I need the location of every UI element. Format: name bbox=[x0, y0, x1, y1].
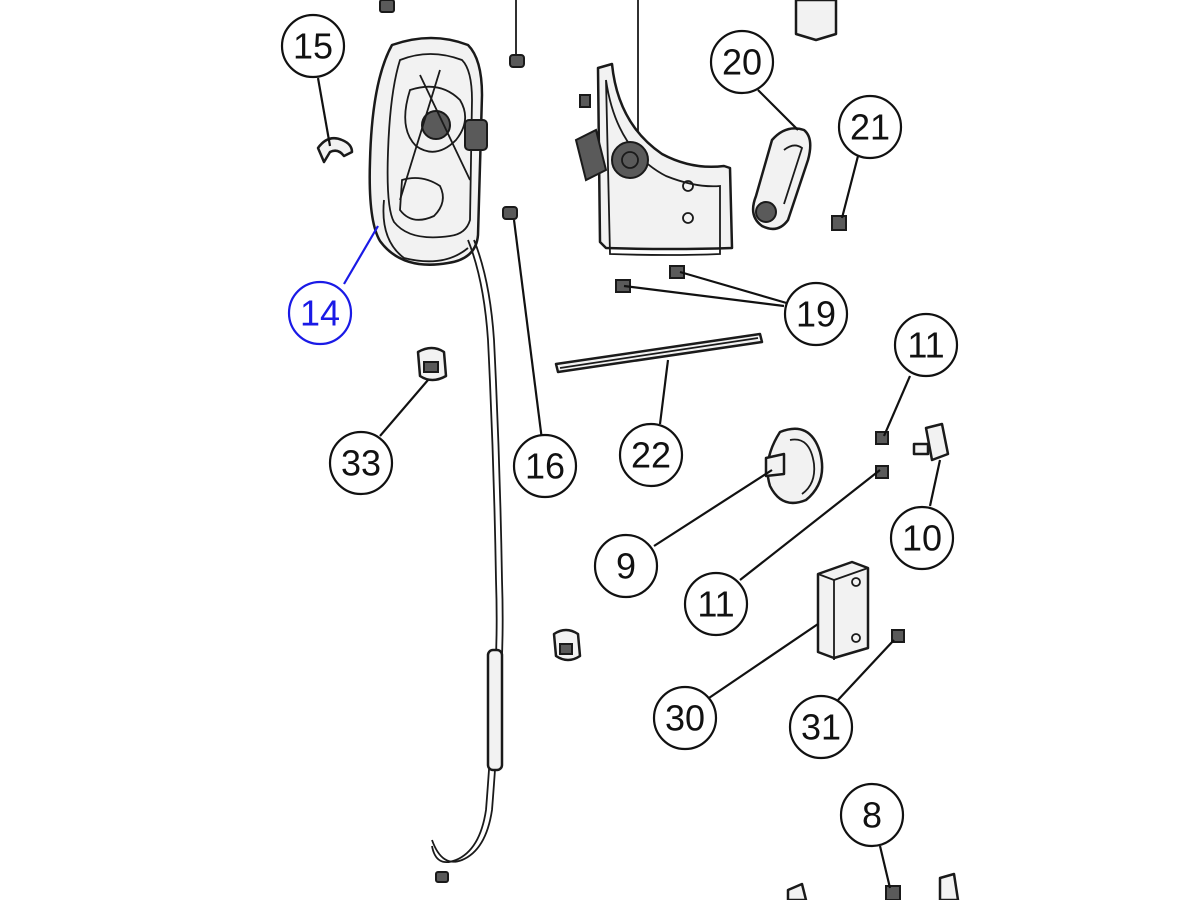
svg-text:14: 14 bbox=[300, 293, 340, 334]
svg-text:10: 10 bbox=[902, 518, 942, 559]
svg-text:11: 11 bbox=[907, 325, 944, 366]
callout-19[interactable]: 19 bbox=[783, 281, 849, 347]
part-22-seal-strip[interactable] bbox=[554, 332, 764, 374]
callout-31[interactable]: 31 bbox=[788, 694, 854, 760]
callout-20[interactable]: 20 bbox=[709, 29, 775, 95]
part-30-bracket[interactable] bbox=[816, 560, 870, 660]
callout-11-lower[interactable]: 11 bbox=[683, 571, 749, 637]
svg-text:9: 9 bbox=[616, 546, 636, 587]
callout-14[interactable]: 14 bbox=[287, 280, 353, 346]
svg-text:21: 21 bbox=[850, 107, 890, 148]
part-20-bracket[interactable] bbox=[751, 127, 812, 231]
part-10-striker[interactable] bbox=[912, 422, 950, 462]
leader-lines bbox=[316, 77, 942, 889]
callout-9[interactable]: 9 bbox=[593, 533, 659, 599]
part-15-clip[interactable] bbox=[316, 137, 354, 164]
part-cable[interactable] bbox=[431, 239, 504, 883]
part-9-knob[interactable] bbox=[764, 427, 824, 505]
part-top-block[interactable] bbox=[794, 0, 838, 42]
callout-21[interactable]: 21 bbox=[837, 94, 903, 160]
callout-8[interactable]: 8 bbox=[839, 782, 905, 848]
svg-text:22: 22 bbox=[631, 435, 671, 476]
part-33-clip[interactable] bbox=[416, 346, 448, 382]
callout-22[interactable]: 22 bbox=[618, 422, 684, 488]
svg-text:31: 31 bbox=[801, 707, 841, 748]
callout-15[interactable]: 15 bbox=[280, 13, 346, 79]
svg-text:16: 16 bbox=[525, 446, 565, 487]
svg-text:30: 30 bbox=[665, 698, 705, 739]
part-19-screws[interactable] bbox=[615, 265, 685, 293]
part-16-bolt[interactable] bbox=[502, 206, 518, 220]
callout-30[interactable]: 30 bbox=[652, 685, 718, 751]
part-latch-plate[interactable] bbox=[574, 0, 734, 256]
part-clip-mid[interactable] bbox=[552, 628, 582, 662]
callout-16[interactable]: 16 bbox=[512, 433, 578, 499]
svg-text:33: 33 bbox=[341, 443, 381, 484]
svg-text:20: 20 bbox=[722, 42, 762, 83]
callout-11-upper[interactable]: 11 bbox=[893, 312, 959, 378]
callout-33[interactable]: 33 bbox=[328, 430, 394, 496]
svg-text:19: 19 bbox=[796, 294, 836, 335]
part-bottom-hardware[interactable] bbox=[786, 872, 960, 900]
svg-text:8: 8 bbox=[862, 795, 882, 836]
part-14-latch-assembly[interactable] bbox=[368, 36, 488, 266]
part-top-clip[interactable] bbox=[379, 0, 395, 13]
part-21-screw[interactable] bbox=[831, 215, 847, 231]
svg-text:15: 15 bbox=[293, 26, 333, 67]
svg-text:11: 11 bbox=[697, 584, 734, 625]
part-top-rod[interactable] bbox=[509, 0, 525, 68]
callout-10[interactable]: 10 bbox=[889, 505, 955, 571]
part-31-screw[interactable] bbox=[891, 629, 905, 643]
